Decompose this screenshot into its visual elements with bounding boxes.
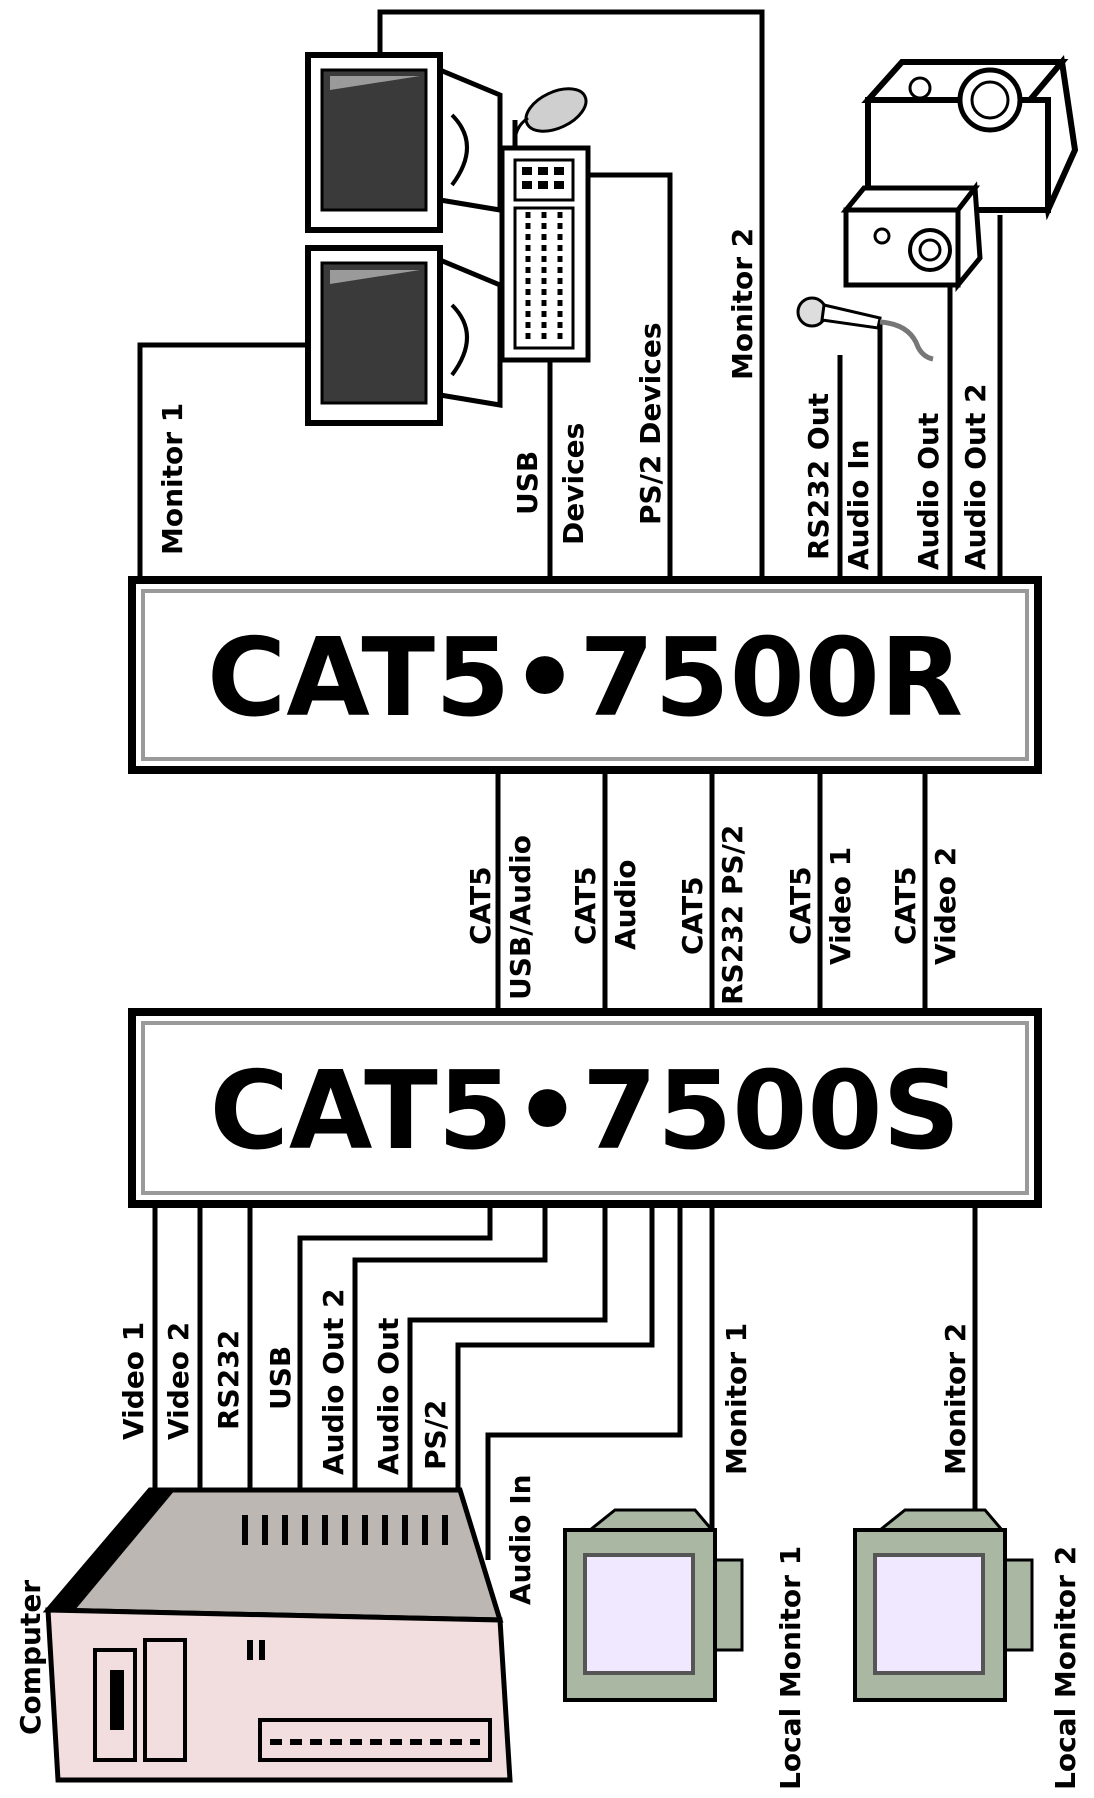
sender-name: CAT5•7500S (210, 1049, 961, 1174)
link-video-2-label: Video 2 (929, 847, 962, 965)
link-cat5-label: CAT5 (569, 866, 602, 945)
local-monitor-icon (563, 1508, 744, 1702)
label-computer: Computer (14, 1580, 47, 1735)
label-usb: USB (511, 451, 544, 515)
microphone-icon (796, 296, 934, 362)
link-cat5-label: CAT5 (464, 866, 497, 945)
keyboard-icon (499, 145, 591, 363)
speaker-icon (840, 181, 983, 293)
monitor-icon (305, 245, 503, 426)
label-usb: USB (264, 1346, 297, 1410)
receiver-unit: CAT5•7500R (128, 576, 1042, 774)
link-video-1-label: Video 1 (824, 847, 857, 965)
label-audio-out-2: Audio Out 2 (959, 383, 992, 570)
label-rs232: RS232 (212, 1330, 245, 1430)
local-monitor-icon (853, 1508, 1034, 1702)
sender-wires (152, 1204, 978, 1570)
label-ps2: PS/2 (419, 1400, 452, 1470)
label-monitor-2: Monitor 2 (726, 228, 759, 380)
receiver-port-labels: Monitor 1 USB Devices PS/2 Devices Monit… (156, 228, 992, 570)
label-monitor-2: Monitor 2 (939, 1323, 972, 1475)
label-local-monitor-1: Local Monitor 1 (774, 1546, 807, 1790)
monitor-icon (305, 52, 503, 233)
link-audio-label: Audio (609, 860, 642, 950)
link-cat5-label: CAT5 (889, 866, 922, 945)
device-labels: Computer Local Monitor 1 Local Monitor 2 (14, 1546, 1082, 1790)
receiver-name: CAT5•7500R (207, 616, 963, 741)
sender-port-labels: Video 1 Video 2 RS232 USB Audio Out 2 Au… (117, 1288, 972, 1605)
receiver-wires (137, 9, 1003, 580)
link-rs232-ps2-label: RS232 PS/2 (716, 825, 749, 1005)
link-cat5-label: CAT5 (676, 876, 709, 955)
label-rs232-out: RS232 Out (802, 393, 835, 560)
label-audio-out: Audio Out (372, 1318, 405, 1475)
label-audio-in: Audio In (842, 439, 875, 570)
cat5-links (495, 770, 928, 1012)
label-local-monitor-2: Local Monitor 2 (1049, 1546, 1082, 1790)
label-video-2: Video 2 (162, 1322, 195, 1440)
computer-icon (42, 1487, 513, 1783)
label-audio-out-2: Audio Out 2 (317, 1288, 350, 1475)
label-monitor-1: Monitor 1 (720, 1323, 753, 1475)
link-cat5-label: CAT5 (784, 866, 817, 945)
link-usb-audio-label: USB/Audio (504, 835, 537, 1000)
cat5-link-labels: CAT5 USB/Audio CAT5 Audio CAT5 RS232 PS/… (464, 825, 962, 1005)
label-ps2-devices: PS/2 Devices (634, 323, 667, 525)
label-audio-in: Audio In (504, 1474, 537, 1605)
label-monitor-1: Monitor 1 (156, 403, 189, 555)
label-devices: Devices (557, 423, 590, 545)
label-audio-out: Audio Out (912, 413, 945, 570)
sender-unit: CAT5•7500S (128, 1008, 1042, 1208)
mouse-icon (513, 87, 588, 149)
label-video-1: Video 1 (117, 1322, 150, 1440)
